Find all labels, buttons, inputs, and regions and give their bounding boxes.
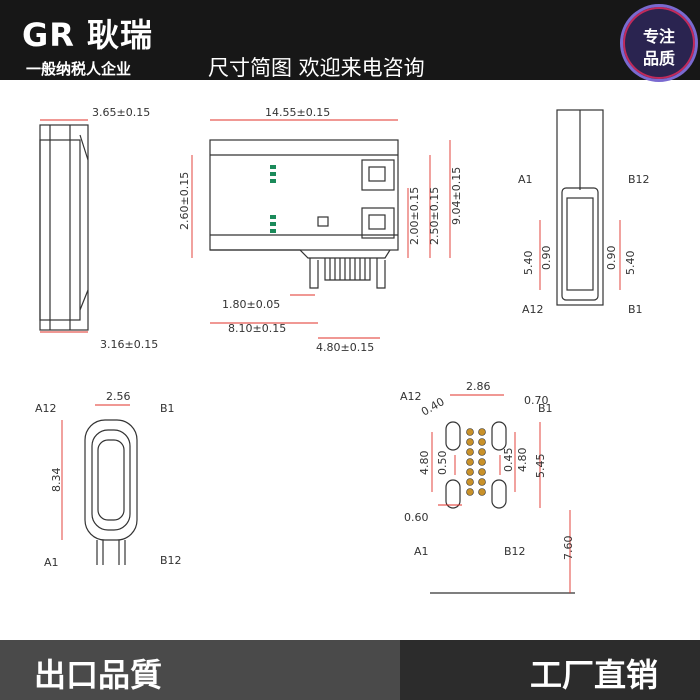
rv-b12: B12 xyxy=(628,173,650,186)
rv-540b: 5.40 xyxy=(624,251,637,276)
footprint-view xyxy=(430,421,575,594)
quality-badge: 专注 品质 xyxy=(620,4,698,82)
fv-b1: B1 xyxy=(160,402,175,415)
fp-545: 5.45 xyxy=(534,454,547,479)
technical-drawing: 3.65±0.15 3.16±0.15 14.55±0.15 2.60±0.15… xyxy=(35,106,650,594)
dimension-lines xyxy=(40,119,621,593)
fv-a12: A12 xyxy=(35,402,57,415)
fp-b1: B1 xyxy=(538,402,553,415)
dimension-labels: 3.65±0.15 3.16±0.15 14.55±0.15 2.60±0.15… xyxy=(35,106,650,569)
fp-060: 0.60 xyxy=(404,511,429,524)
dim-side-top: 3.65±0.15 xyxy=(92,106,150,119)
rv-a12: A12 xyxy=(522,303,544,316)
fv-width: 2.56 xyxy=(106,390,131,403)
fp-070: 0.70 xyxy=(524,394,549,407)
fp-a12: A12 xyxy=(400,390,422,403)
fp-480a: 4.80 xyxy=(418,451,431,476)
footer-banner: 出口品質 工厂直销 xyxy=(0,640,700,700)
fp-a1: A1 xyxy=(414,545,429,558)
fp-050: 0.50 xyxy=(436,451,449,476)
rv-540a: 5.40 xyxy=(522,251,535,276)
fp-480b: 4.80 xyxy=(516,448,529,473)
dim-top-v3: 9.04±0.15 xyxy=(450,167,463,225)
dim-side-bottom: 3.16±0.15 xyxy=(100,338,158,351)
dim-top-h2: 8.10±0.15 xyxy=(228,322,286,335)
top-view-pads xyxy=(270,165,276,233)
brand-title: GR 耿瑞 xyxy=(22,16,154,54)
rv-090a: 0.90 xyxy=(540,246,553,271)
rear-view xyxy=(556,109,604,306)
dim-top-width: 14.55±0.15 xyxy=(265,106,330,119)
side-view xyxy=(39,124,89,331)
fp-b12: B12 xyxy=(504,545,526,558)
fp-040: 0.40 xyxy=(419,395,447,419)
rv-b1: B1 xyxy=(628,303,643,316)
dim-top-height: 2.60±0.15 xyxy=(178,172,191,230)
footprint-pins xyxy=(466,428,486,496)
dim-top-h1: 1.80±0.05 xyxy=(222,298,280,311)
footer-left-text: 出口品質 xyxy=(34,656,163,694)
fp-760: 7.60 xyxy=(562,536,575,561)
dim-top-v1: 2.00±0.15 xyxy=(408,187,421,245)
dim-top-v2: 2.50±0.15 xyxy=(428,187,441,245)
rv-090b: 0.90 xyxy=(605,246,618,271)
brand-tagline: 一般纳税人企业 xyxy=(26,60,132,78)
badge-line-1: 专注 xyxy=(642,27,675,46)
badge-line-2: 品质 xyxy=(642,49,675,68)
footer-dark-panel xyxy=(400,640,700,700)
dim-top-h3: 4.80±0.15 xyxy=(316,341,374,354)
fp-286: 2.86 xyxy=(466,380,491,393)
header-slogan: 尺寸简图 欢迎来电咨询 xyxy=(208,56,425,80)
fv-height: 8.34 xyxy=(50,468,63,493)
top-view xyxy=(209,139,399,289)
front-view xyxy=(84,419,138,565)
rv-a1: A1 xyxy=(518,173,533,186)
fp-045: 0.45 xyxy=(502,448,515,473)
footer-right-text: 工厂直销 xyxy=(530,656,659,694)
fv-a1: A1 xyxy=(44,556,59,569)
fv-b12: B12 xyxy=(160,554,182,567)
header-banner: GR 耿瑞 一般纳税人企业 尺寸简图 欢迎来电咨询 专注 品质 xyxy=(0,0,700,82)
